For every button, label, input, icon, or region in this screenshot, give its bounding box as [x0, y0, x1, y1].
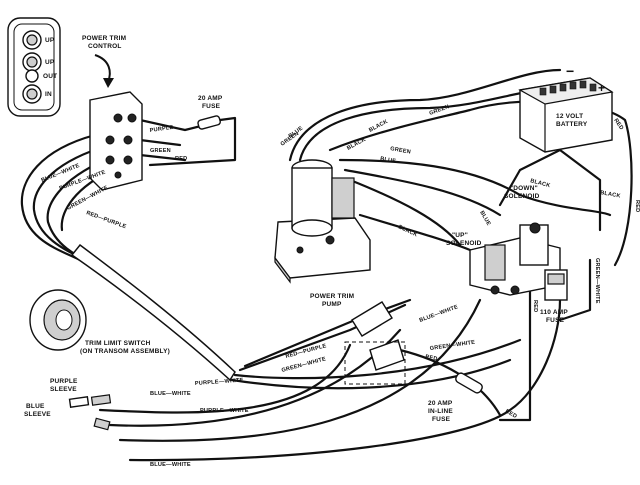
power-trim-control: UP UP OUT IN POWER TRIM CONTROL	[7, 17, 126, 117]
wire-label-black-sol: BLACK	[600, 190, 621, 199]
wire-label-purple-white-bottom: PURPLE—WHITE	[200, 408, 249, 414]
svg-text:TRIM LIMIT SWITCH: TRIM LIMIT SWITCH	[85, 340, 151, 347]
power-trim-control-label-2: CONTROL	[88, 43, 122, 50]
svg-text:OUT: OUT	[43, 73, 57, 80]
trim-button-out[interactable]: OUT	[25, 69, 57, 83]
wire-label-blue-white-bottom2: BLUE—WHITE	[150, 462, 191, 468]
wire-label-blue-mid: BLUE	[380, 156, 397, 165]
wire-label-red-bottom: RED	[504, 409, 518, 420]
power-trim-pump: POWER TRIM PUMP	[274, 159, 371, 308]
blue-sleeve-label-2: SLEEVE	[24, 411, 51, 418]
wire-label-blue-white-bottom: BLUE—WHITE	[150, 391, 191, 397]
wire-label-black-pump: BLACK	[346, 137, 367, 152]
fuse-20-amp-top: 20 AMP FUSE	[197, 95, 223, 130]
down-solenoid-label-2: SOLENOID	[504, 193, 540, 200]
wire-label-green-white-lo: GREEN—WHITE	[429, 340, 475, 352]
solenoid-assembly	[469, 222, 561, 296]
connector-sleeves	[68, 394, 112, 431]
purple-sleeve-label-1: PURPLE	[50, 378, 78, 385]
up-solenoid-label-1: "UP"	[452, 232, 468, 239]
trim-limit-switch: TRIM LIMIT SWITCH (ON TRANSOM ASSEMBLY)	[29, 289, 170, 355]
svg-text:FUSE: FUSE	[202, 103, 221, 110]
harness-connector-plugs	[344, 301, 406, 385]
svg-text:110 AMP: 110 AMP	[540, 309, 568, 316]
wire-label-blue-white-lo: BLUE—WHITE	[419, 304, 459, 324]
svg-text:20 AMP: 20 AMP	[428, 400, 453, 407]
battery: − + 12 VOLT BATTERY	[518, 63, 614, 153]
svg-text:UP: UP	[45, 59, 55, 66]
wire-label-red-sol: RED	[532, 300, 538, 312]
wire-label-red-batt: RED	[612, 118, 624, 132]
svg-text:POWER TRIM: POWER TRIM	[310, 293, 354, 300]
svg-text:(ON TRANSOM ASSEMBLY): (ON TRANSOM ASSEMBLY)	[80, 348, 170, 355]
svg-text:FUSE: FUSE	[546, 317, 565, 324]
wire-label-red-right: RED	[634, 200, 640, 212]
wire-label-green-top: GREEN	[150, 148, 171, 154]
purple-sleeve-label-2: SLEEVE	[50, 386, 77, 393]
wire-label-red-purple: RED—PURPLE	[85, 210, 127, 230]
svg-text:20 AMP: 20 AMP	[198, 95, 223, 102]
power-trim-control-label-1: POWER TRIM	[82, 35, 126, 42]
wire-label-red-lo: RED	[425, 354, 438, 362]
trim-button-in[interactable]: IN	[22, 84, 52, 104]
blue-sleeve-label-1: BLUE	[26, 403, 45, 410]
svg-text:UP: UP	[45, 37, 55, 44]
up-solenoid-label-2: SOLENOID	[446, 240, 482, 247]
svg-text:BATTERY: BATTERY	[556, 121, 588, 128]
fuse-110-amp: 110 AMP FUSE	[540, 269, 568, 324]
wire-label-green-mid: GREEN	[390, 146, 412, 156]
trim-button-up-1[interactable]: UP	[22, 30, 55, 50]
svg-text:IN-LINE: IN-LINE	[428, 408, 453, 415]
down-solenoid-label-1: "DOWN"	[510, 185, 538, 192]
wire-label-green-white-r: GREEN—WHITE	[594, 258, 600, 304]
battery-negative: −	[566, 63, 574, 79]
control-terminal-block	[89, 91, 143, 191]
svg-text:12 VOLT: 12 VOLT	[556, 113, 583, 120]
wire-label-black-mid: BLACK	[397, 224, 418, 238]
wire-label-blue-sol: BLUE	[478, 210, 491, 227]
svg-text:PUMP: PUMP	[322, 301, 342, 308]
wire-label-red-top: RED	[175, 156, 187, 162]
fuse-20-amp-inline: 20 AMP IN-LINE FUSE	[428, 372, 483, 423]
svg-text:FUSE: FUSE	[432, 416, 451, 423]
wire-label-purple-white-lo: PURPLE—WHITE	[195, 378, 244, 387]
wire-label-purple-top: PURPLE	[149, 125, 174, 134]
battery-positive: +	[598, 81, 605, 95]
svg-text:IN: IN	[45, 91, 52, 98]
wire-label-black-right: BLACK	[529, 178, 550, 189]
